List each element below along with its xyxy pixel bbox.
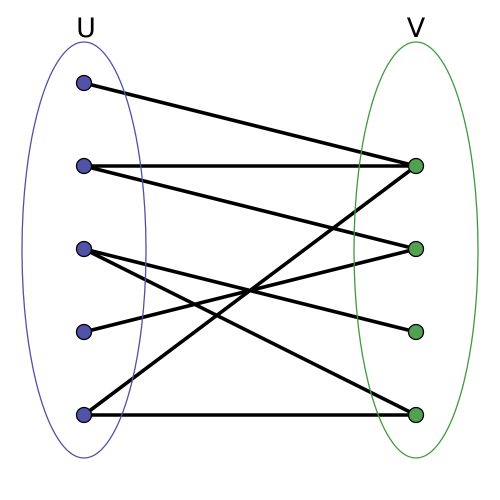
- vertex-u5: [75, 406, 93, 424]
- vertex-u1: [75, 74, 93, 92]
- set-v-ellipse: [353, 41, 479, 459]
- set-u-label: U: [76, 13, 96, 44]
- set-v-label: V: [407, 13, 426, 44]
- vertex-u3: [75, 240, 93, 258]
- edges-layer: [82, 81, 418, 417]
- nodes-layer: [75, 74, 425, 424]
- edge-u5-v1: [82, 164, 418, 417]
- vertex-v2: [407, 240, 425, 258]
- set-u-ellipse: [21, 41, 147, 459]
- vertex-u2: [75, 157, 93, 175]
- vertex-v4: [407, 406, 425, 424]
- edge-u2-v2: [82, 164, 418, 251]
- vertex-v1: [407, 157, 425, 175]
- edge-u3-v4: [82, 247, 418, 417]
- vertex-v3: [407, 323, 425, 341]
- vertex-u4: [75, 323, 93, 341]
